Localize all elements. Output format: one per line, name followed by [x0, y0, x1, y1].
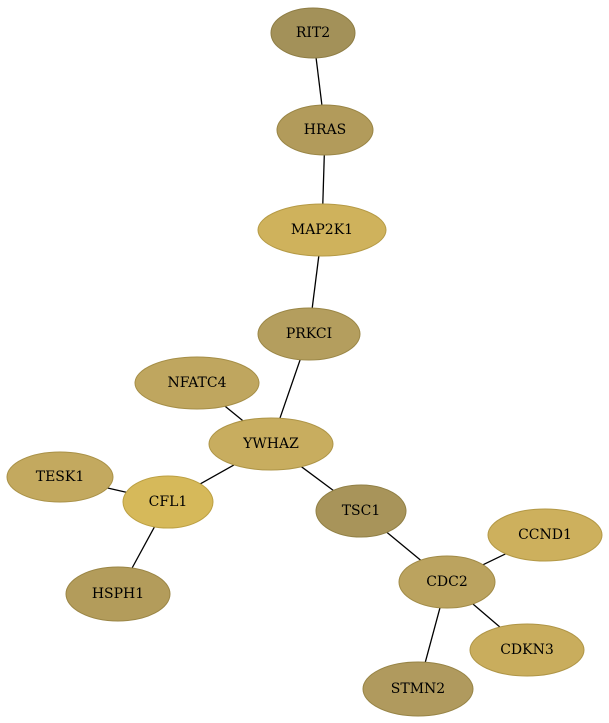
- node-nfatc4: NFATC4: [134, 356, 260, 410]
- node-ellipse-hsph1: [65, 566, 171, 622]
- node-ellipse-map2k1: [257, 203, 387, 257]
- edge-tesk1-cfl1: [107, 487, 127, 493]
- node-stmn2: STMN2: [362, 661, 474, 717]
- node-ywhaz: YWHAZ: [208, 417, 334, 471]
- node-label-ywhaz: YWHAZ: [242, 436, 299, 452]
- node-ellipse-cfl1: [122, 475, 214, 529]
- node-ellipse-cdc2: [398, 555, 496, 609]
- node-cdc2: CDC2: [398, 555, 496, 609]
- node-map2k1: MAP2K1: [257, 203, 387, 257]
- node-ellipse-cdkn3: [469, 623, 585, 677]
- edges-layer: [107, 57, 506, 663]
- node-label-tesk1: TESK1: [36, 469, 85, 485]
- node-label-ccnd1: CCND1: [518, 527, 572, 543]
- node-cfl1: CFL1: [122, 475, 214, 529]
- node-ellipse-tesk1: [6, 451, 114, 503]
- node-label-hsph1: HSPH1: [92, 586, 144, 602]
- node-ellipse-tsc1: [315, 484, 407, 538]
- node-ellipse-stmn2: [362, 661, 474, 717]
- node-label-tsc1: TSC1: [342, 503, 381, 519]
- edge-hras-map2k1: [322, 154, 325, 205]
- node-label-cfl1: CFL1: [149, 494, 188, 510]
- node-tesk1: TESK1: [6, 451, 114, 503]
- node-label-rit2: RIT2: [296, 25, 330, 41]
- node-prkci: PRKCI: [257, 307, 361, 361]
- edge-ccnd1-cdc2: [482, 553, 506, 566]
- node-ellipse-rit2: [270, 7, 356, 59]
- node-ccnd1: CCND1: [487, 508, 603, 562]
- node-label-map2k1: MAP2K1: [291, 222, 353, 238]
- edge-cdc2-stmn2: [424, 607, 441, 663]
- node-rit2: RIT2: [270, 7, 356, 59]
- edge-tsc1-cdc2: [386, 531, 422, 561]
- node-cdkn3: CDKN3: [469, 623, 585, 677]
- node-ellipse-prkci: [257, 307, 361, 361]
- node-ellipse-ccnd1: [487, 508, 603, 562]
- node-tsc1: TSC1: [315, 484, 407, 538]
- node-ellipse-ywhaz: [208, 417, 334, 471]
- node-label-hras: HRAS: [304, 122, 346, 138]
- node-ellipse-nfatc4: [134, 356, 260, 410]
- edge-prkci-ywhaz: [279, 359, 301, 419]
- edge-ywhaz-cfl1: [199, 464, 235, 485]
- node-label-cdkn3: CDKN3: [500, 642, 554, 658]
- edge-ywhaz-tsc1: [301, 466, 334, 492]
- edge-nfatc4-ywhaz: [224, 405, 244, 422]
- node-ellipse-hras: [276, 104, 374, 156]
- edge-cdc2-cdkn3: [472, 603, 501, 628]
- node-label-prkci: PRKCI: [286, 326, 332, 342]
- node-hras: HRAS: [276, 104, 374, 156]
- edge-map2k1-prkci: [311, 255, 320, 309]
- edge-cfl1-hsph1: [131, 526, 156, 569]
- node-label-nfatc4: NFATC4: [167, 375, 226, 391]
- edge-rit2-hras: [315, 57, 323, 106]
- node-label-cdc2: CDC2: [426, 574, 468, 590]
- node-label-stmn2: STMN2: [391, 681, 445, 697]
- node-hsph1: HSPH1: [65, 566, 171, 622]
